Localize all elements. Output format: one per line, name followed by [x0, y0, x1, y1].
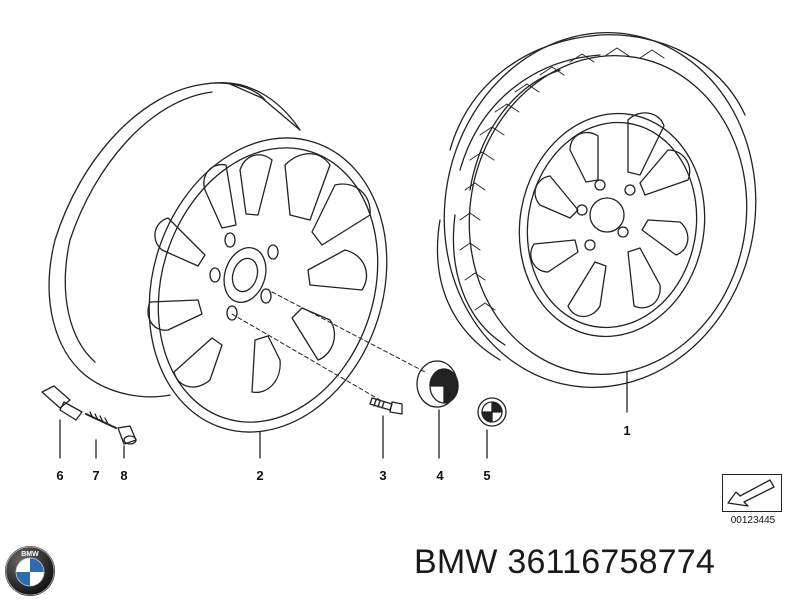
wheel-bolt — [369, 397, 403, 459]
alloy-rim — [48, 82, 388, 459]
callout-1: 1 — [623, 423, 631, 438]
callout-4: 4 — [436, 468, 444, 483]
emblem — [477, 397, 507, 459]
valve — [41, 385, 83, 459]
callout-7: 7 — [92, 468, 100, 483]
bmw-roundel-icon: BMW — [5, 546, 55, 596]
callout-8: 8 — [120, 468, 128, 483]
reference-arrow-icon — [727, 479, 775, 507]
callout-2: 2 — [256, 468, 264, 483]
valve-insert — [85, 411, 117, 459]
complete-wheel-with-tyre — [436, 31, 757, 413]
svg-text:BMW: BMW — [21, 551, 39, 558]
callout-5: 5 — [483, 468, 491, 483]
hub-cap — [416, 360, 459, 459]
part-title: BMW 36116758774 — [414, 543, 716, 581]
valve-cap — [117, 425, 137, 459]
reference-box — [722, 474, 782, 512]
callout-6: 6 — [56, 468, 64, 483]
reference-id: 00123445 — [730, 515, 776, 526]
callout-3: 3 — [379, 468, 387, 483]
